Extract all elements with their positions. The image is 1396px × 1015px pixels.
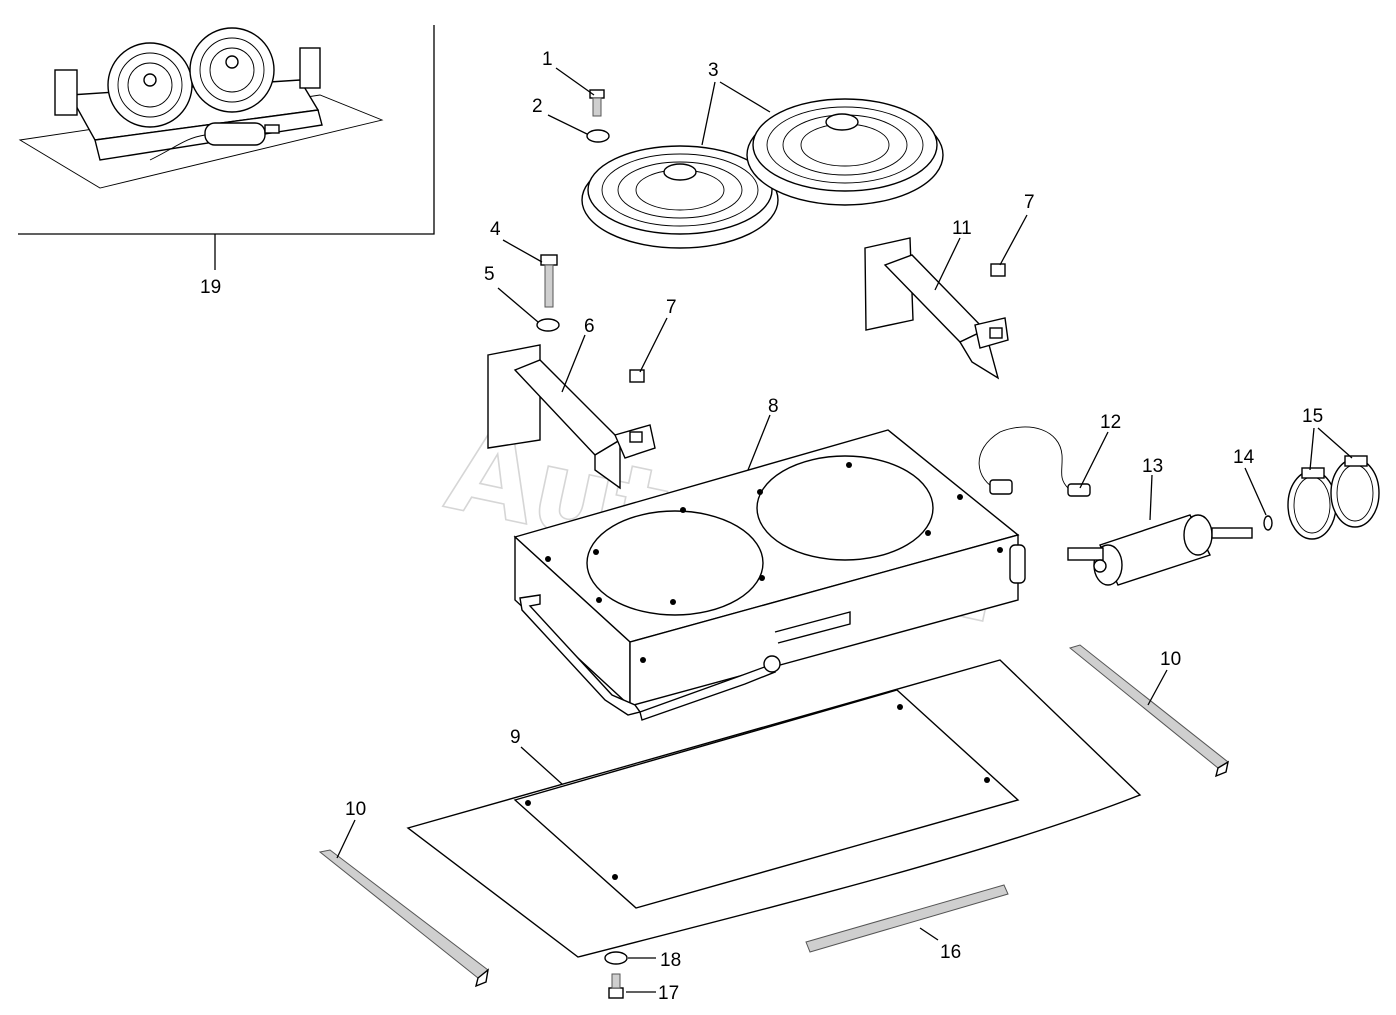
callout-1: 1: [542, 49, 553, 70]
washer-5: [536, 318, 560, 332]
bolt-1: [589, 89, 605, 117]
strip-16: [805, 884, 1009, 953]
callout-labels: 1 2 3 4 5 6 7 7 8 9 10 10 11 12 13 14 15…: [200, 49, 1323, 1004]
callout-15: 15: [1302, 406, 1323, 427]
callout-7-right: 7: [1024, 192, 1035, 213]
callout-2: 2: [532, 96, 543, 117]
washer-2: [586, 129, 610, 143]
sensor-12: [978, 426, 1091, 497]
callout-7-left: 7: [666, 297, 677, 318]
clip-7-left: [629, 369, 645, 383]
bracket-11: [864, 237, 1009, 380]
strip-10-right: [1068, 644, 1229, 778]
leader-lines: [336, 67, 1353, 993]
condenser-box-8: [513, 429, 1026, 721]
fan-3-left: [581, 145, 779, 249]
callout-11: 11: [952, 218, 972, 239]
bolt-4: [540, 254, 558, 308]
callout-19: 19: [200, 277, 221, 298]
strip-10-left: [318, 849, 489, 988]
callout-8: 8: [768, 396, 779, 417]
bolt-17: [608, 973, 624, 999]
callout-12: 12: [1100, 412, 1121, 433]
callout-14: 14: [1233, 447, 1255, 468]
callout-5: 5: [484, 264, 495, 285]
inset-assembly-view: [18, 25, 435, 270]
bracket-6: [487, 344, 656, 490]
callout-4: 4: [490, 219, 501, 240]
fan-3-right: [746, 98, 944, 206]
callout-18: 18: [660, 950, 681, 971]
callout-16: 16: [940, 942, 961, 963]
callout-17: 17: [658, 983, 679, 1004]
callout-6: 6: [584, 316, 595, 337]
callout-9: 9: [510, 727, 521, 748]
o-ring-14: [1263, 515, 1273, 531]
panel-9: [406, 659, 1142, 958]
callout-10-right: 10: [1160, 649, 1181, 670]
callout-13: 13: [1142, 456, 1163, 477]
washer-18: [604, 951, 628, 965]
callout-10-left: 10: [345, 799, 366, 820]
clip-7-right: [990, 263, 1006, 277]
callout-3: 3: [708, 60, 719, 81]
receiver-drier-13: [1067, 514, 1253, 586]
hose-clamps-15: [1287, 455, 1380, 540]
